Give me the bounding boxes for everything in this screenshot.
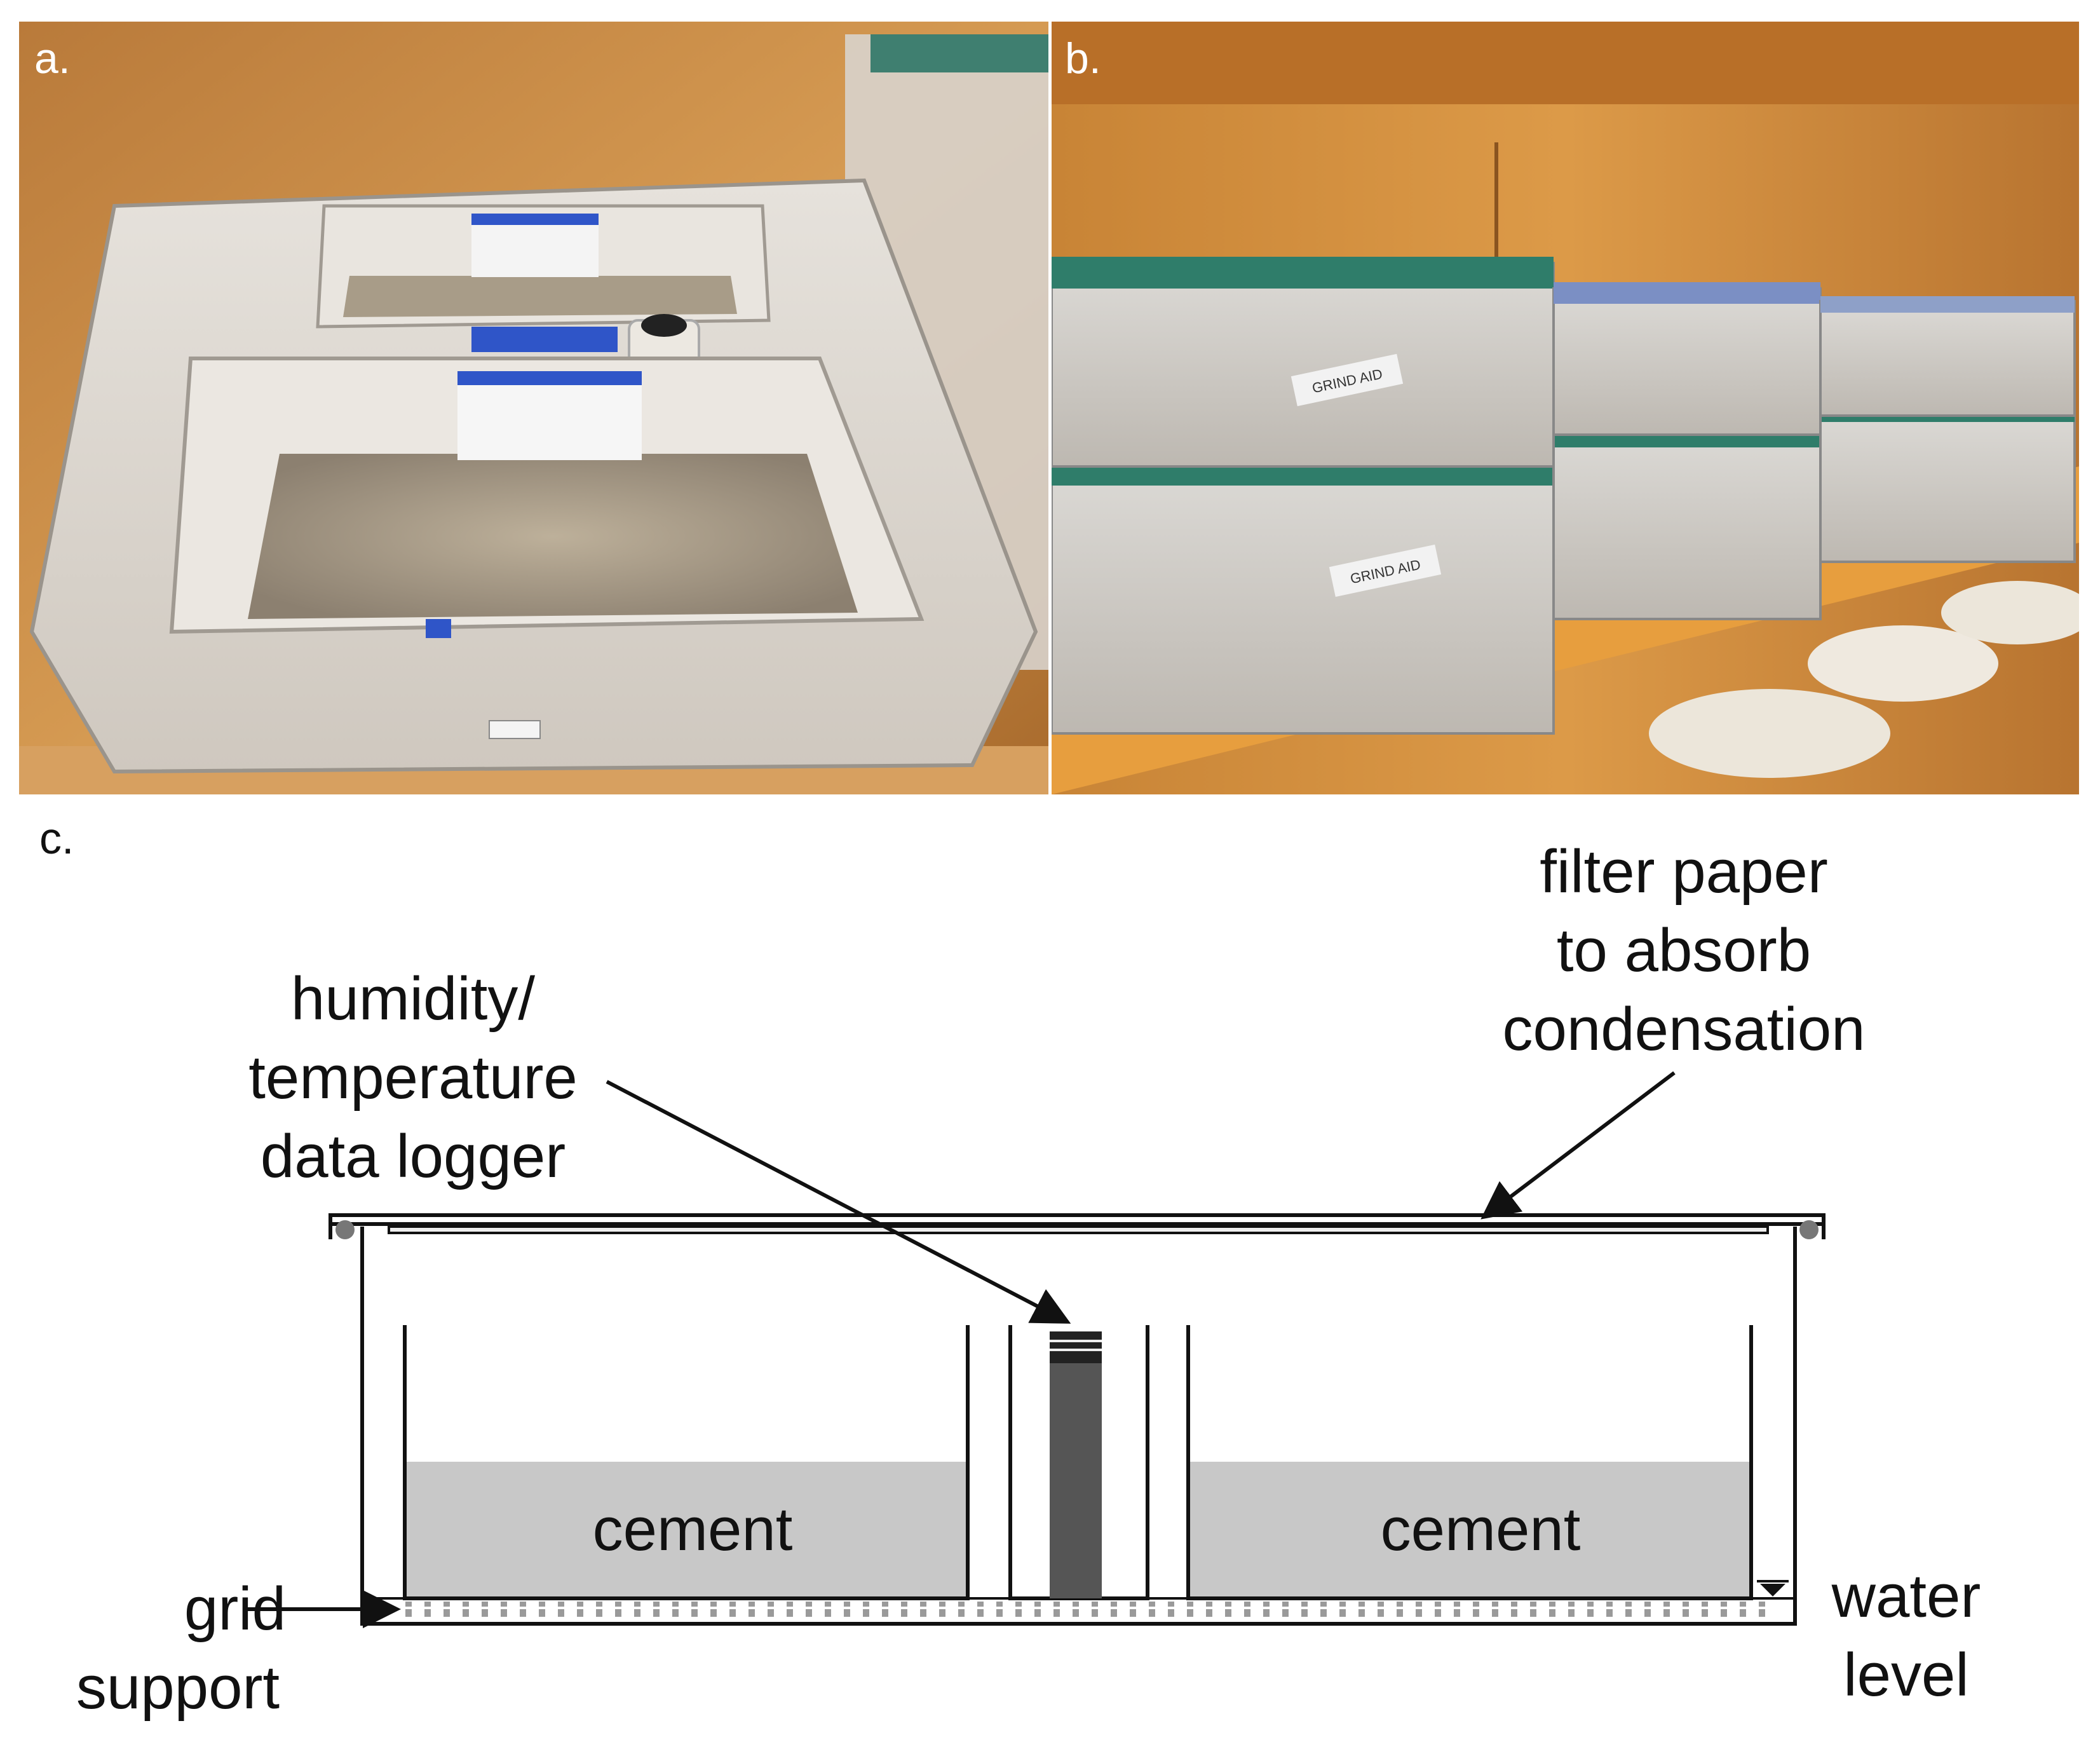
bin-top-2	[1552, 287, 1822, 436]
panel-label-c: c.	[39, 813, 74, 863]
label-filter-paper: filter paper to absorb condensation	[1461, 833, 1906, 1069]
ceiling-beam	[1052, 22, 2079, 104]
inner-bin-left	[403, 1325, 970, 1600]
data-logger	[1050, 1331, 1102, 1598]
bin-tag-2	[1329, 544, 1442, 597]
curing-chamber-diagram: humidity/ temperature data logger filter…	[0, 820, 2100, 1739]
front-filter-pad	[457, 371, 642, 460]
seal-right	[1799, 1220, 1819, 1239]
filter-arrow	[1480, 1071, 1676, 1220]
label-cement-left: cement	[592, 1495, 793, 1563]
photo-a-illustration	[19, 22, 1048, 794]
container-lid	[329, 1213, 1826, 1226]
label-humidity-logger: humidity/ temperature data logger	[210, 960, 616, 1196]
diagram-svg	[246, 1071, 1826, 1628]
data-logger-sensor	[1050, 1331, 1102, 1363]
bin-top-1	[1052, 262, 1555, 468]
lid-blue	[1554, 282, 1820, 304]
label-line: grid	[184, 1575, 286, 1643]
front-bin-cement	[248, 454, 858, 619]
label-line: filter paper	[1540, 838, 1828, 906]
bin-tag-1	[1290, 353, 1404, 407]
outer-container	[360, 1227, 1797, 1626]
front-pad-clip	[457, 371, 642, 385]
bin-bottom-2	[1552, 427, 1822, 620]
label-line: humidity/	[290, 965, 536, 1033]
bucket-lid	[1941, 581, 2079, 644]
cement-right	[1190, 1462, 1749, 1598]
data-logger-cap	[641, 314, 687, 337]
label-line: data logger	[260, 1122, 566, 1190]
tray-tag	[489, 720, 541, 739]
label-grid-support: grid support	[57, 1570, 299, 1727]
seal-left	[335, 1220, 355, 1239]
photo-panel-b: GRIND AID GRIND AID	[1052, 22, 2079, 794]
label-cement-right: cement	[1380, 1495, 1581, 1563]
blue-clip	[471, 327, 618, 352]
water-level-marker	[1760, 1584, 1785, 1596]
label-line: temperature	[248, 1044, 578, 1112]
photo-b-illustration: GRIND AID GRIND AID	[1052, 22, 2079, 794]
side-bin-lid	[870, 34, 1048, 72]
panel-label-b: b.	[1065, 34, 1101, 83]
grid-support	[402, 1602, 1768, 1617]
lid-green	[1052, 257, 1554, 289]
back-bin-cement	[343, 276, 737, 317]
label-line: support	[76, 1654, 280, 1722]
bucket-lid	[1808, 625, 1998, 702]
filter-paper	[388, 1225, 1769, 1234]
label-line: water	[1831, 1562, 1981, 1630]
bucket-lid	[1649, 689, 1890, 778]
cement-left	[407, 1462, 966, 1598]
front-clip	[426, 619, 451, 638]
back-pad-clip	[471, 214, 599, 225]
bin-bottom-3	[1819, 408, 2076, 563]
label-water-level: water level	[1801, 1557, 2011, 1715]
bin-top-3	[1819, 300, 2076, 417]
label-line: level	[1843, 1641, 1969, 1709]
lid-blue	[1820, 296, 2075, 313]
label-line: condensation	[1502, 995, 1866, 1063]
photo-panel-a	[19, 22, 1048, 794]
bin-bottom-1	[1052, 459, 1555, 735]
label-line: to absorb	[1556, 916, 1812, 984]
panel-label-a: a.	[34, 34, 71, 83]
logger-arrow	[606, 1080, 1071, 1324]
inner-bin-right	[1186, 1325, 1753, 1600]
